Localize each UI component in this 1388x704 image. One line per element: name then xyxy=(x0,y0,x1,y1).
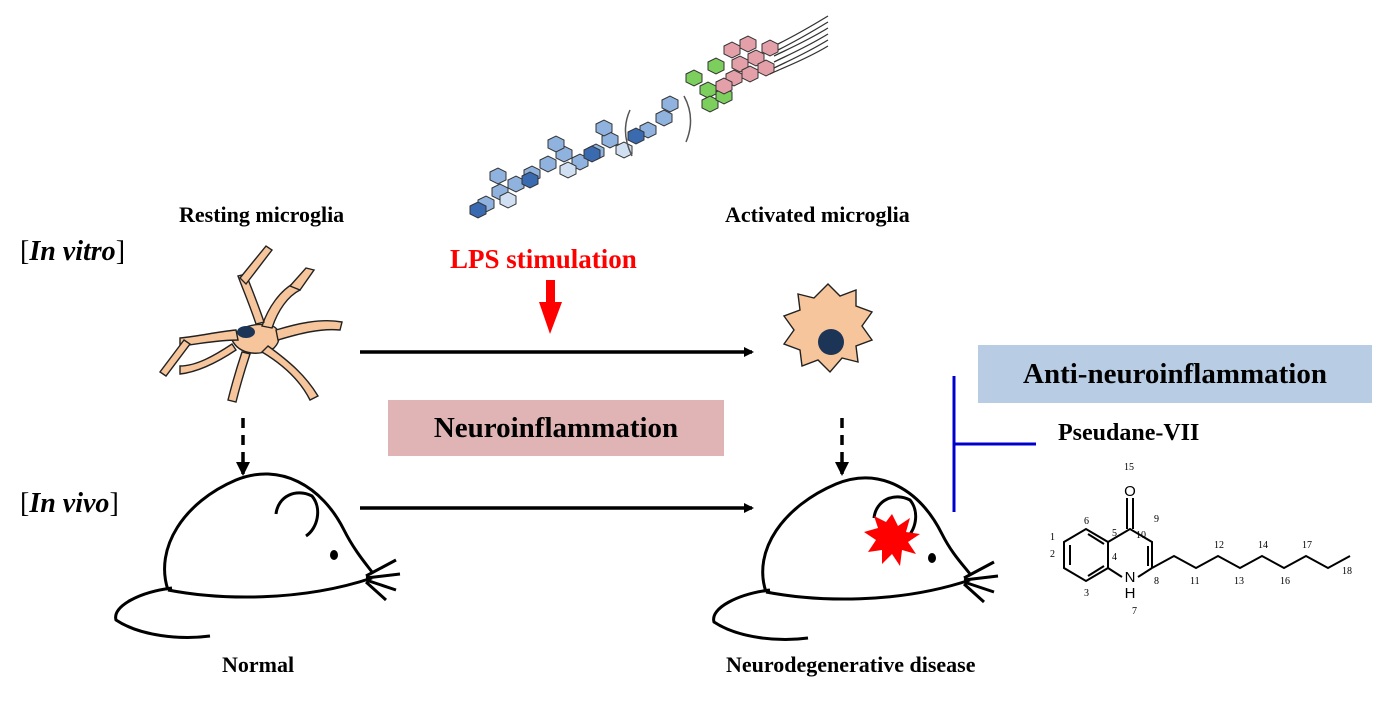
atom-number: 17 xyxy=(1302,540,1312,551)
activated-nucleus xyxy=(818,329,844,355)
in-vitro-label: [In vitro] xyxy=(20,236,126,267)
atom-number: 11 xyxy=(1190,576,1200,587)
pseudane-structure xyxy=(1063,498,1351,583)
resting-nucleus xyxy=(237,326,255,338)
lps-stimulation-label: LPS stimulation xyxy=(450,244,637,274)
nitrogen-atom: N xyxy=(1125,569,1136,586)
atom-number: 18 xyxy=(1342,566,1352,577)
in-vivo-label: [In vivo] xyxy=(20,488,119,519)
atom-number: 13 xyxy=(1234,576,1244,587)
anti-neuroinflammation-box: Anti-neuroinflammation xyxy=(978,345,1372,403)
normal-mouse xyxy=(114,472,401,639)
in-vivo-text: In vivo xyxy=(29,488,110,519)
brain-damage-star xyxy=(864,514,920,566)
atom-number: 2 xyxy=(1050,549,1055,560)
in-vitro-text: In vitro xyxy=(29,236,116,267)
atom-number: 7 xyxy=(1132,606,1137,617)
disease-mouse xyxy=(712,476,999,641)
resting-microglia-label: Resting microglia xyxy=(179,202,345,227)
activated-microglia-label: Activated microglia xyxy=(725,202,910,227)
activated-microglia-cell xyxy=(782,283,874,374)
resting-microglia-cell xyxy=(158,245,343,403)
atom-number: 3 xyxy=(1084,588,1089,599)
disease-mouse-eye xyxy=(928,553,936,563)
atom-number: 10 xyxy=(1136,530,1146,541)
neuroinflammation-label: Neuroinflammation xyxy=(433,411,679,444)
lps-arrow xyxy=(539,280,562,334)
normal-mouse-eye xyxy=(330,550,338,560)
atom-number: 9 xyxy=(1154,514,1159,525)
atom-number: 16 xyxy=(1280,576,1290,587)
atom-number: 5 xyxy=(1112,528,1117,539)
lps-molecule xyxy=(469,15,829,219)
normal-label: Normal xyxy=(222,652,295,677)
inhibition-bracket xyxy=(952,376,1036,512)
atom-number: 4 xyxy=(1112,552,1117,563)
neurodegenerative-disease-label: Neurodegenerative disease xyxy=(726,652,976,677)
atom-number: 12 xyxy=(1214,540,1224,551)
hydrogen-atom: H xyxy=(1125,585,1136,602)
neuroinflammation-box: Neuroinflammation xyxy=(388,400,724,456)
atom-number: 6 xyxy=(1084,516,1089,527)
atom-numbers: 1 2 3 4 5 6 7 8 9 10 11 12 13 14 15 16 1… xyxy=(1050,462,1352,617)
anti-neuroinflammation-label: Anti-neuroinflammation xyxy=(1023,357,1327,390)
atom-number: 1 xyxy=(1050,532,1055,543)
oxygen-atom: O xyxy=(1124,483,1136,500)
atom-number: 8 xyxy=(1154,576,1159,587)
atom-number: 15 xyxy=(1124,462,1134,473)
atom-number: 14 xyxy=(1258,540,1268,551)
pseudane-vii-label: Pseudane-VII xyxy=(1058,420,1200,446)
